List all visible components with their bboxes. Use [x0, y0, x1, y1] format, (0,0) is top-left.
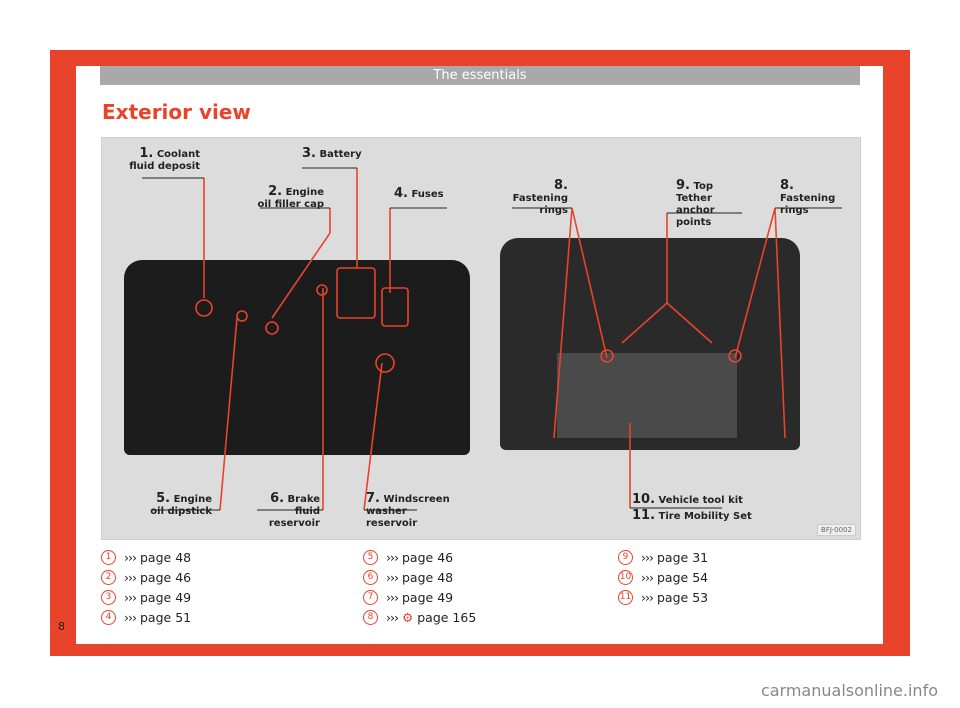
page-number: 8: [58, 620, 65, 633]
figure-code: BFJ-0002: [817, 524, 856, 536]
ref-item[interactable]: 10›››page 54: [618, 569, 709, 585]
refs-col-1: 1›››page 48 2›››page 46 3›››page 49 4›››…: [101, 547, 191, 627]
label-fastening-rings-left: 8. Fastening rings: [512, 178, 568, 216]
ref-item[interactable]: 11›››page 53: [618, 589, 709, 605]
label-fuses: 4. Fuses: [394, 186, 444, 201]
ref-item[interactable]: 7›››page 49: [363, 587, 476, 607]
exterior-view-figure: 1. Coolant fluid deposit 2. Engine oil f…: [101, 137, 861, 540]
refs-col-3: 9›››page 31 10›››page 54 11›››page 53: [618, 547, 708, 607]
refs-col-2: 5›››page 46 6›››page 48 7›››page 49 8›››…: [363, 547, 476, 627]
label-battery: 3. Battery: [302, 146, 362, 161]
page-title: Exterior view: [102, 100, 251, 124]
ref-item[interactable]: 1›››page 48: [101, 547, 191, 567]
ref-item[interactable]: 6›››page 48: [363, 567, 476, 587]
watermark: carmanualsonline.info: [760, 681, 938, 700]
label-engine-oil-cap: 2. Engine oil filler cap: [257, 184, 324, 210]
label-washer: 7. Windscreen washer reservoir: [366, 491, 450, 529]
section-header: The essentials: [100, 66, 860, 85]
label-tire-mobility: 11. Tire Mobility Set: [632, 508, 752, 523]
label-fastening-rings-right: 8. Fastening rings: [780, 178, 836, 216]
label-dipstick: 5. Engine oil dipstick: [150, 491, 212, 517]
label-tool-kit: 10. Vehicle tool kit: [632, 492, 743, 507]
label-coolant: 1. Coolant fluid deposit: [129, 146, 200, 172]
ref-item[interactable]: 5›››page 46: [363, 547, 476, 567]
label-top-tether: 9. Top Tether anchor points: [676, 178, 715, 228]
ref-item[interactable]: 2›››page 46: [101, 567, 191, 587]
wrench-icon: ⚙: [402, 609, 414, 625]
ref-item[interactable]: 8›››⚙page 165: [363, 607, 476, 627]
callout-lines: [142, 167, 842, 511]
trunk-floor: [557, 353, 737, 438]
engine-bay-image: [124, 260, 470, 455]
ref-item[interactable]: 4›››page 51: [101, 607, 191, 627]
ref-item[interactable]: 3›››page 49: [101, 587, 191, 607]
label-brake-fluid: 6. Brake fluid reservoir: [268, 491, 320, 529]
ref-item[interactable]: 9›››page 31: [618, 547, 708, 567]
